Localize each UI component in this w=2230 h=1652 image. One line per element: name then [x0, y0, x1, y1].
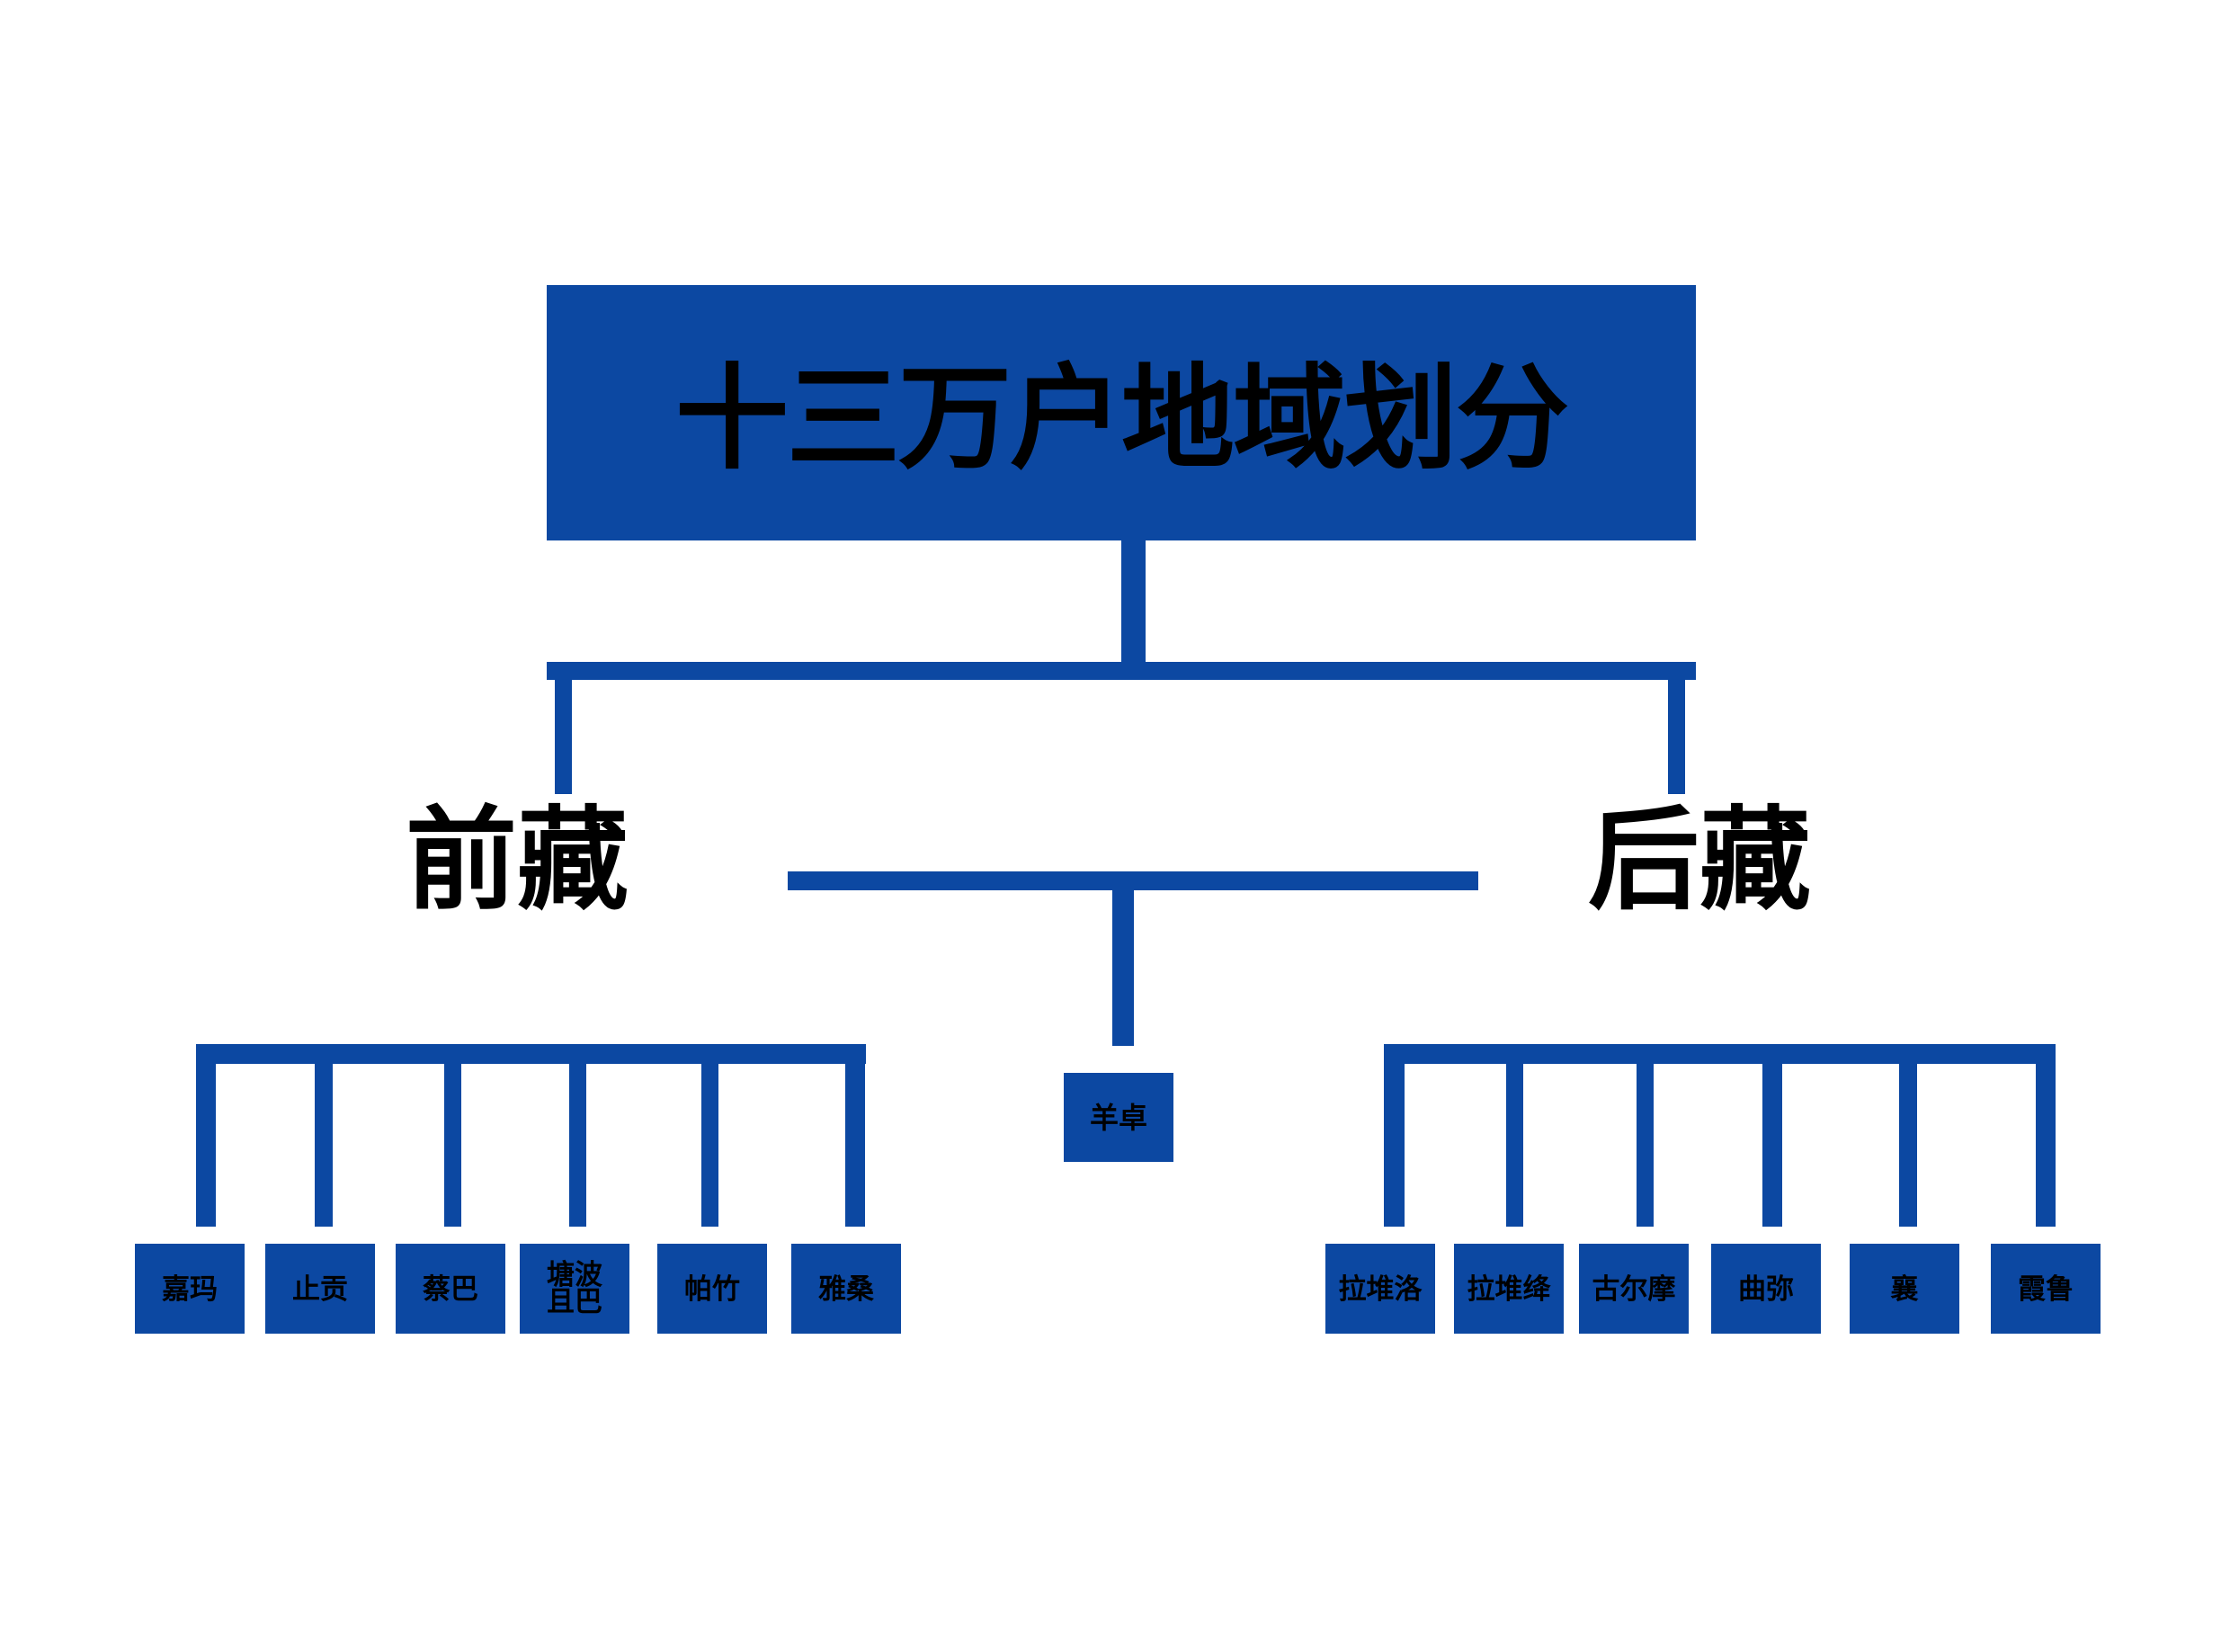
connector-drop-rear — [1668, 679, 1685, 794]
connector-rear-v4 — [1762, 1064, 1782, 1227]
connector-front-group-bar — [196, 1044, 866, 1064]
leaf-node-laduijiang: 拉堆绛 — [1454, 1244, 1564, 1334]
leaf-node-label: 帕竹 — [684, 1272, 740, 1305]
connector-root-stem — [1121, 540, 1146, 663]
connector-front-v6 — [845, 1064, 865, 1227]
branch-label-rear: 后藏 — [1587, 799, 1811, 923]
branch-label-front: 前藏 — [405, 799, 629, 923]
connector-rear-group-bar — [1384, 1044, 2056, 1064]
leaf-node-label: 蔡巴 — [423, 1272, 478, 1305]
middle-node-label: 羊卓 — [1089, 1101, 1147, 1134]
connector-drop-front — [555, 679, 572, 794]
leaf-node-xialu: 霞鲁 — [1991, 1244, 2101, 1334]
connector-middle-bar — [788, 871, 1478, 890]
connector-middle-stem — [1112, 889, 1134, 1046]
root-node-label: 十三万户地域划分 — [675, 358, 1569, 483]
connector-rear-v2 — [1506, 1064, 1523, 1227]
connector-front-v2 — [315, 1064, 333, 1227]
leaf-node-pazhu: 帕竹 — [657, 1244, 767, 1334]
connector-rear-v1 — [1384, 1064, 1405, 1227]
leaf-node-yasang: 雅桑 — [791, 1244, 901, 1334]
connector-front-v1 — [196, 1064, 216, 1227]
connector-front-v5 — [701, 1064, 718, 1227]
middle-node: 羊卓 — [1064, 1073, 1173, 1162]
leaf-node-guermo: 古尔摩 — [1579, 1244, 1689, 1334]
leaf-node-label: 雅桑 — [818, 1272, 874, 1305]
leaf-node-label: 古尔摩 — [1592, 1272, 1676, 1305]
leaf-node-label: 霞鲁 — [2018, 1272, 2074, 1305]
connector-rear-v5 — [1899, 1064, 1917, 1227]
leaf-node-label: 嘉玛 — [162, 1272, 218, 1305]
leaf-node-label: 拉堆绛 — [1467, 1272, 1551, 1305]
root-node: 十三万户地域划分 — [547, 285, 1696, 540]
leaf-node-tangboqieba: 塘波且巴 — [520, 1244, 629, 1334]
leaf-node-jiama: 嘉玛 — [135, 1244, 245, 1334]
leaf-node-label: 曲弥 — [1738, 1272, 1794, 1305]
leaf-node-caiba: 蔡巴 — [396, 1244, 505, 1334]
leaf-node-label: 拉堆洛 — [1338, 1272, 1423, 1305]
leaf-node-zhigong: 止贡 — [265, 1244, 375, 1334]
connector-front-v4 — [569, 1064, 586, 1227]
leaf-node-xiang: 襄 — [1850, 1244, 1959, 1334]
connector-split-bar — [547, 662, 1696, 680]
leaf-node-label: 襄 — [1890, 1272, 1919, 1305]
leaf-node-label: 止贡 — [292, 1272, 348, 1305]
connector-front-v3 — [444, 1064, 461, 1227]
leaf-node-laduiluo: 拉堆洛 — [1325, 1244, 1435, 1334]
leaf-node-label: 塘波且巴 — [547, 1258, 602, 1317]
leaf-node-qumi: 曲弥 — [1711, 1244, 1821, 1334]
connector-rear-v3 — [1637, 1064, 1654, 1227]
connector-rear-v6 — [2036, 1064, 2056, 1227]
